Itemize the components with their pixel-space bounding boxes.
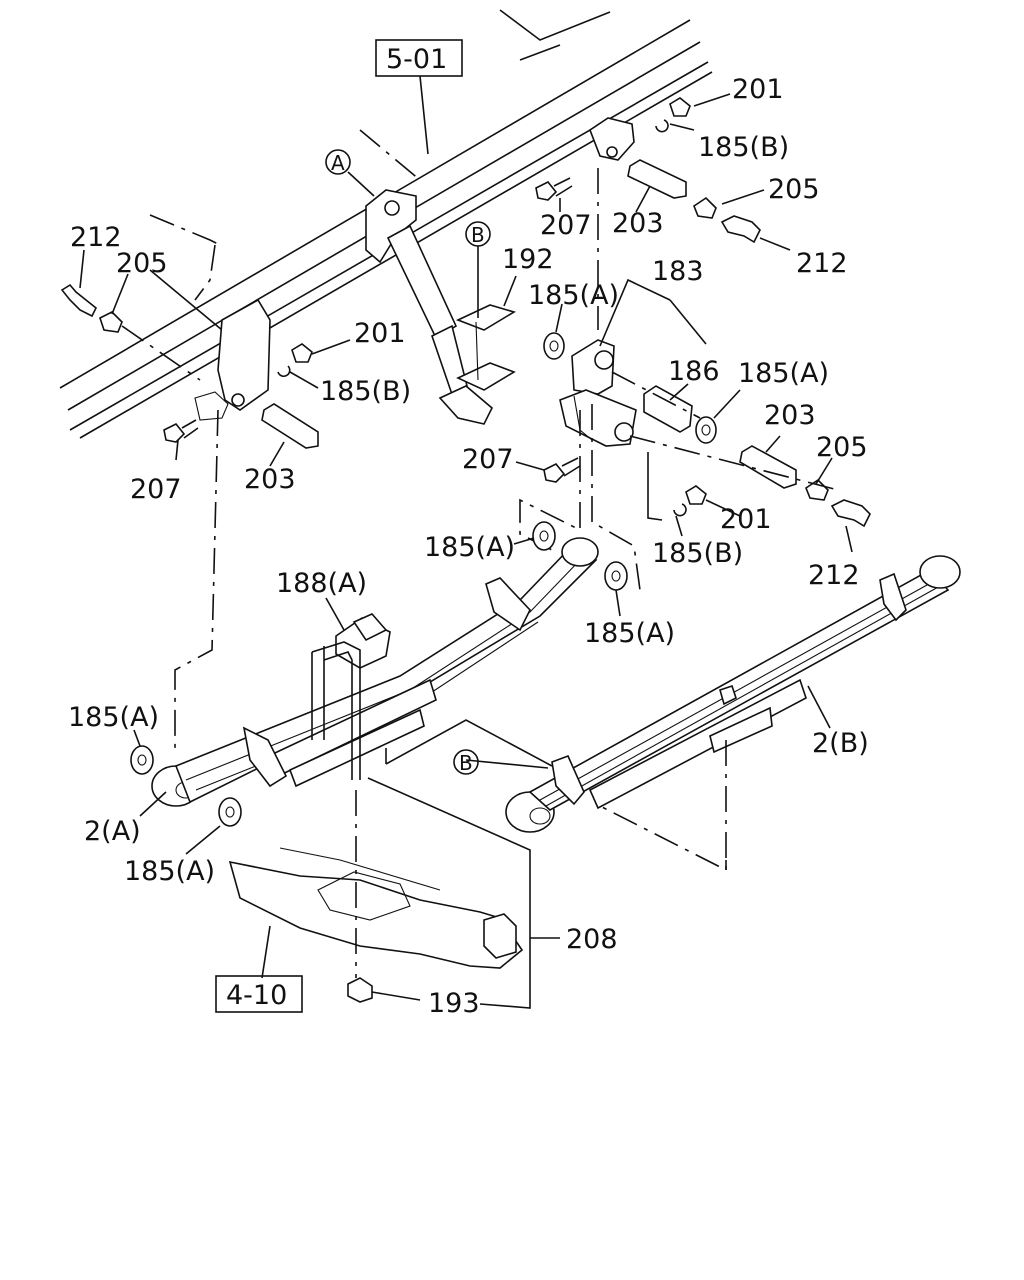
left-nut-205	[99, 311, 123, 333]
callout-185a-bottom: 185(A)	[124, 856, 215, 887]
ref-box-frame: 5-01	[375, 39, 463, 77]
callout-185a-shackle: 185(A)	[424, 532, 515, 563]
callout-2a: 2(A)	[84, 816, 141, 847]
callout-185b-mid: 185(B)	[652, 538, 743, 569]
callout-205-left: 205	[116, 248, 168, 279]
callout-203-top: 203	[612, 208, 664, 239]
left-nut-201	[291, 343, 313, 363]
marker-a: A	[325, 149, 351, 175]
callout-185b-left: 185(B)	[320, 376, 411, 407]
callout-185b-top: 185(B)	[698, 132, 789, 163]
mid-bolt-207	[543, 457, 581, 483]
callout-186: 186	[668, 356, 720, 387]
marker-b-top-text: B	[471, 223, 485, 247]
callout-185a-mid: 185(A)	[528, 280, 619, 311]
callout-212-right: 212	[796, 248, 848, 279]
top-bolt-207	[535, 177, 573, 201]
shackle-assembly-183	[559, 339, 637, 447]
axle-housing	[228, 847, 524, 969]
top-snap-ring-185b	[655, 119, 669, 133]
ref-axle-text: 4-10	[226, 980, 287, 1011]
shock-absorber	[365, 189, 493, 425]
left-grease-fitting-212	[60, 283, 98, 318]
callout-185a-eye: 185(A)	[584, 618, 675, 649]
marker-b-bottom: B	[453, 749, 479, 775]
callout-183: 183	[652, 256, 704, 287]
leaf-spring-2b	[505, 555, 961, 833]
callout-185a-front: 185(A)	[68, 702, 159, 733]
bushing-186	[643, 385, 693, 433]
washer-185a-bottom	[218, 797, 242, 827]
left-bolt-207	[163, 419, 199, 443]
callout-203-left: 203	[244, 464, 296, 495]
washer-185a-eye	[532, 521, 556, 551]
leader-lines	[79, 75, 853, 979]
callout-208: 208	[566, 924, 618, 955]
top-nut-201	[669, 97, 691, 117]
callout-188a: 188(A)	[276, 568, 367, 599]
ref-box-axle: 4-10	[215, 975, 303, 1013]
washer-185a-right	[695, 416, 717, 444]
callout-201-mid: 201	[720, 504, 772, 535]
callouts: 201 185(B) 205 207 203 212 212 205 192 1…	[68, 74, 869, 1019]
nut-193	[347, 977, 373, 1003]
callout-212-mid: 212	[808, 560, 860, 591]
marker-b-bottom-text: B	[459, 751, 473, 775]
callout-203-right: 203	[764, 400, 816, 431]
callout-207-mid: 207	[462, 444, 514, 475]
leaf-spring-2a	[151, 537, 599, 807]
left-snap-ring-185b	[277, 365, 291, 378]
washer-185a-shackle	[604, 561, 628, 591]
right-grease-fitting-212	[830, 499, 871, 528]
marker-b-top: B	[465, 221, 491, 247]
mid-nut-201	[685, 485, 707, 505]
right-nut-205	[805, 478, 829, 501]
mid-snap-ring-185b	[673, 503, 687, 517]
washer-185a-mid	[543, 332, 565, 360]
rear-hanger-bracket	[589, 117, 635, 161]
front-hanger-bracket	[194, 298, 271, 421]
bumper-192	[455, 304, 516, 391]
ref-frame-text: 5-01	[386, 44, 447, 75]
left-pin-203	[261, 403, 319, 449]
marker-a-text: A	[331, 151, 345, 175]
callout-207-top: 207	[540, 210, 592, 241]
callout-201-top: 201	[732, 74, 784, 105]
callout-212-left: 212	[70, 222, 122, 253]
u-bolt	[311, 641, 361, 780]
callout-205-top: 205	[768, 174, 820, 205]
washer-185a-front	[130, 745, 154, 775]
spring-seat-188a	[335, 613, 391, 669]
top-grease-fitting-212	[720, 215, 761, 244]
callout-205-right: 205	[816, 432, 868, 463]
callout-185a-right: 185(A)	[738, 358, 829, 389]
right-pin-203	[739, 445, 797, 489]
callout-2b: 2(B)	[812, 728, 869, 759]
callout-193: 193	[428, 988, 480, 1019]
top-pin-203	[627, 159, 687, 199]
callout-201-left: 201	[354, 318, 406, 349]
top-nut-205	[693, 196, 717, 219]
callout-192: 192	[502, 244, 554, 275]
callout-207-left: 207	[130, 474, 182, 505]
